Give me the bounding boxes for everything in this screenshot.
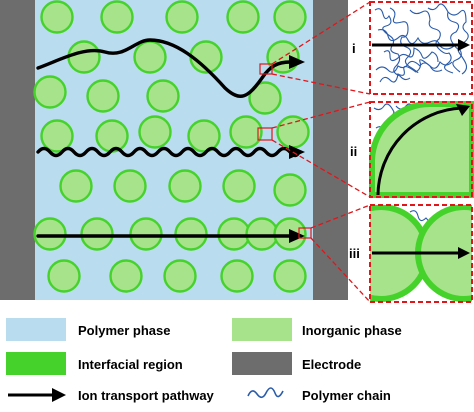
inorganic-particle bbox=[67, 40, 101, 74]
zoom-arrow-iii-head bbox=[458, 247, 470, 259]
zoom-panel-i-background bbox=[370, 2, 472, 94]
legend-label-interfacial-region: Interfacial region bbox=[78, 357, 183, 372]
inorganic-particle bbox=[222, 169, 256, 203]
zoom-panel-i bbox=[369, 1, 473, 95]
ion-pathway-middle bbox=[36, 146, 301, 158]
legend-label-polymer-chain: Polymer chain bbox=[302, 388, 391, 403]
inorganic-particle bbox=[59, 169, 93, 203]
zoom-arrow-i-head bbox=[458, 39, 470, 51]
inorganic-particle bbox=[220, 259, 254, 293]
main-panel bbox=[0, 0, 348, 300]
inorganic-particle bbox=[273, 259, 307, 293]
inorganic-phase-swatch bbox=[232, 318, 292, 341]
ion-pathway-top bbox=[36, 38, 292, 98]
electrode-swatch bbox=[232, 352, 292, 375]
zoom-panel-ii bbox=[369, 101, 474, 198]
inorganic-particle bbox=[40, 0, 74, 34]
arrowhead-middle bbox=[289, 145, 305, 159]
inorganic-particle bbox=[95, 119, 129, 153]
inorganic-particle bbox=[40, 119, 74, 153]
highlight-box-ii bbox=[257, 127, 273, 141]
inorganic-particle bbox=[47, 259, 81, 293]
inorganic-particle bbox=[86, 79, 120, 113]
inorganic-particles bbox=[33, 0, 310, 293]
inorganic-particle bbox=[113, 169, 147, 203]
highlight-box-i bbox=[259, 63, 273, 75]
ion-pathways bbox=[36, 38, 301, 238]
inorganic-particle bbox=[165, 0, 199, 34]
left-electrode bbox=[0, 0, 35, 300]
inorganic-particle bbox=[245, 217, 279, 251]
inorganic-particle bbox=[217, 217, 251, 251]
zoom-panel-iii-border bbox=[369, 204, 473, 303]
arrowhead-top bbox=[289, 55, 305, 69]
ion-pathway-arrowheads bbox=[289, 55, 305, 243]
inorganic-particle bbox=[33, 75, 67, 109]
interfacial-region-swatch bbox=[6, 352, 66, 375]
inorganic-particle bbox=[138, 115, 172, 149]
arrowhead-bottom bbox=[289, 229, 305, 243]
inorganic-particle bbox=[273, 0, 307, 34]
zoom-arrow-ii-arc bbox=[376, 106, 463, 196]
panel-label-iii: iii bbox=[349, 246, 360, 261]
inorganic-particle bbox=[33, 217, 67, 251]
panel-label-i: i bbox=[352, 41, 356, 56]
inorganic-particle bbox=[80, 217, 114, 251]
right-electrode bbox=[313, 0, 348, 300]
legend: Polymer phase Inorganic phase Interfacia… bbox=[6, 318, 402, 403]
inorganic-particle bbox=[133, 40, 167, 74]
zoom-panel-iii bbox=[369, 204, 473, 303]
zoom-highlight-boxes bbox=[257, 63, 312, 239]
inorganic-particle-ii bbox=[369, 101, 474, 198]
inorganic-particle bbox=[146, 79, 180, 113]
inorganic-particle bbox=[276, 115, 310, 149]
highlight-box-iii bbox=[298, 227, 312, 239]
panel-label-ii: ii bbox=[350, 144, 357, 159]
zoom-connector-lines bbox=[271, 1, 371, 303]
arrow-icon bbox=[8, 388, 66, 402]
inorganic-particle bbox=[229, 115, 263, 149]
legend-label-ion-transport-pathway: Ion transport pathway bbox=[78, 388, 215, 403]
inorganic-particle bbox=[273, 173, 307, 207]
legend-label-electrode: Electrode bbox=[302, 357, 361, 372]
inorganic-particle bbox=[187, 119, 221, 153]
polymer-chain-icon bbox=[247, 387, 284, 399]
inorganic-particle bbox=[109, 259, 143, 293]
legend-label-inorganic-phase: Inorganic phase bbox=[302, 323, 402, 338]
inorganic-particle bbox=[100, 0, 134, 34]
legend-label-polymer-phase: Polymer phase bbox=[78, 323, 171, 338]
zoom-panel-ii-border bbox=[369, 101, 473, 198]
inorganic-particle bbox=[174, 217, 208, 251]
zoom-panel-i-border bbox=[369, 1, 473, 95]
inorganic-particle bbox=[168, 169, 202, 203]
zoom-arrow-ii-head bbox=[456, 104, 470, 116]
inorganic-particle bbox=[226, 0, 260, 34]
inorganic-particle bbox=[129, 217, 163, 251]
polymer-phase-swatch bbox=[6, 318, 66, 341]
inorganic-particle bbox=[163, 259, 197, 293]
inorganic-particle bbox=[248, 81, 282, 115]
